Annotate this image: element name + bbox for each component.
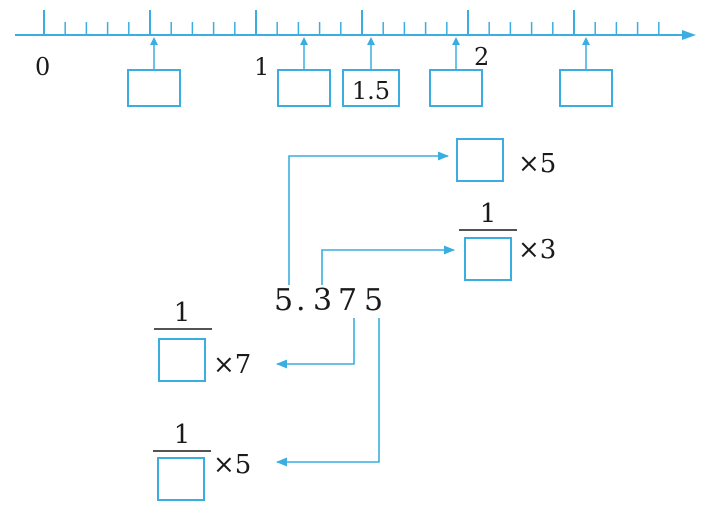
pointer-arrow-5 [582, 37, 590, 70]
tenths-factor: ×3 [518, 235, 556, 265]
thousandths-answer-box[interactable] [157, 457, 205, 501]
ones-answer-box[interactable] [456, 138, 504, 182]
tenths-group: 1 ×3 [459, 199, 556, 281]
connector-thousandths [275, 318, 380, 467]
hundredths-group: 1 ×7 [154, 298, 251, 382]
label-one: 1 [254, 53, 269, 81]
number-line-ticks [43, 10, 660, 35]
tenths-answer-box[interactable] [464, 237, 512, 281]
connector-ones [288, 151, 450, 285]
thousandths-numerator: 1 [174, 420, 191, 450]
hundredths-factor: ×7 [213, 350, 251, 380]
given-box-value: 1.5 [352, 77, 390, 105]
digit-thousandths: 5 [364, 283, 383, 318]
answer-box-4[interactable] [559, 69, 613, 107]
number-line: 0 1 2 [15, 10, 696, 107]
hundredths-numerator: 1 [174, 298, 191, 328]
digit-hundredths: 7 [338, 283, 357, 318]
decimal-number: 5 . 3 7 5 [274, 283, 383, 318]
answer-box-3[interactable] [429, 69, 483, 107]
answer-box-given [342, 69, 400, 107]
label-two: 2 [474, 43, 489, 71]
answer-box-2[interactable] [277, 69, 331, 107]
pointer-arrow-4 [452, 37, 460, 70]
label-zero: 0 [35, 53, 50, 81]
decimal-point: . [296, 283, 306, 318]
tenths-numerator: 1 [480, 199, 497, 229]
pointer-arrow-3 [367, 37, 375, 70]
thousandths-group: 1 ×5 [153, 420, 251, 501]
ones-factor: ×5 [518, 149, 556, 179]
thousandths-factor: ×5 [213, 450, 251, 480]
number-line-arrowhead [682, 30, 696, 40]
connector-tenths [321, 245, 456, 285]
connector-hundredths [275, 318, 355, 369]
answer-box-1[interactable] [127, 69, 181, 107]
pointer-arrow-2 [300, 37, 308, 70]
ones-group: ×5 [456, 138, 556, 182]
digit-tenths: 3 [313, 283, 332, 318]
pointer-arrow-1 [150, 37, 158, 70]
digit-ones: 5 [274, 283, 293, 318]
hundredths-answer-box[interactable] [158, 338, 206, 382]
